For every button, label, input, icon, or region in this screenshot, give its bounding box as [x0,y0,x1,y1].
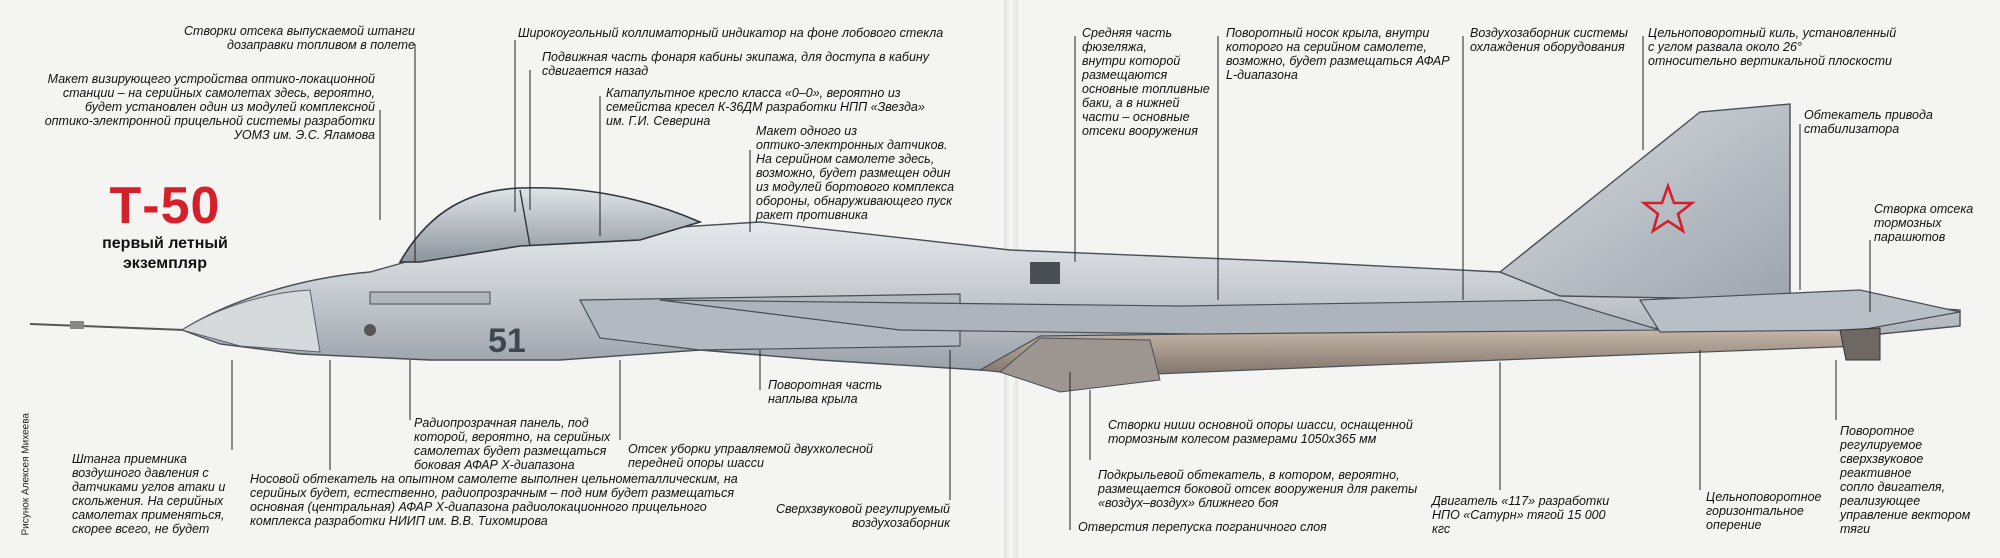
label-refuel-door: Створки отсека выпускаемой штанги дозапр… [184,24,415,52]
red-star [1640,182,1696,235]
label-bleed: Отверстия перепуска пограничного слоя [1078,520,1327,534]
label-fin: Цельноповоротный киль, установленный с у… [1648,26,1897,68]
label-stab-fairing: Обтекатель привода стабилизатора [1804,108,1933,136]
label-mid-fuselage: Средняя часть фюзеляжа, внутри которой р… [1082,26,1210,138]
label-intake: Сверхзвуковой регулируемый воздухозаборн… [775,502,950,530]
label-hud: Широкоугольный коллиматорный индикатор н… [518,26,944,40]
label-chute-door: Створка отсека тормозных парашютов [1874,202,1974,244]
radio-panel [369,291,491,305]
label-side-bay: Подкрыльевой обтекатель, в котором, веро… [1098,468,1418,510]
label-seat: Катапультное кресло класса «0–0», вероят… [606,86,925,128]
label-sensor-mockup: Макет одного из оптико-электронных датчи… [756,124,955,222]
cooling-intake-mark [1030,262,1060,284]
label-nozzle: Поворотное регулируемое сверхзвуковое ре… [1840,424,1971,536]
label-radio-panel: Радиопрозрачная панель, под которой, вер… [414,416,611,472]
aircraft-title: Т-50 первый летный экземпляр [80,178,250,274]
tail-number: 51 [488,322,526,360]
canopy [398,186,703,263]
label-cooling-intake: Воздухозаборник системы охлаждения обору… [1470,26,1628,54]
label-irst-mockup: Макет визирующего устройства оптико-лока… [44,72,375,142]
radome [180,289,321,353]
label-lex: Поворотный носок крыла, внутри которого … [1226,26,1450,82]
engine-nozzle [1839,327,1881,361]
label-lerx: Поворотная часть наплыва крыла [768,378,883,406]
leader-lines [231,36,1871,530]
label-radome: Носовой обтекатель на опытном самолете в… [250,472,738,528]
label-main-gear-doors: Створки ниши основной опоры шасси, оснащ… [1108,418,1413,446]
title-main: Т-50 [109,177,221,235]
label-canopy: Подвижная часть фонаря кабины экипажа, д… [542,50,930,78]
label-nose-gear-bay: Отсек уборки управляемой двухколесной пе… [628,442,873,470]
sensor-window [364,324,376,336]
label-pitot: Штанга приемника воздушного давления с д… [72,452,226,536]
pitot-boom [29,321,186,331]
label-stabilizer: Цельноповоротное горизонтальное оперение [1706,490,1822,532]
side-bay-fairing [999,337,1161,393]
illustration-credit: Рисунок Алексея Михеева [20,413,32,536]
title-subtitle: первый летный экземпляр [102,235,228,272]
label-engine: Двигатель «117» разработки НПО «Сатурн» … [1432,494,1610,536]
horizontal-stabilizer [1638,289,1961,333]
